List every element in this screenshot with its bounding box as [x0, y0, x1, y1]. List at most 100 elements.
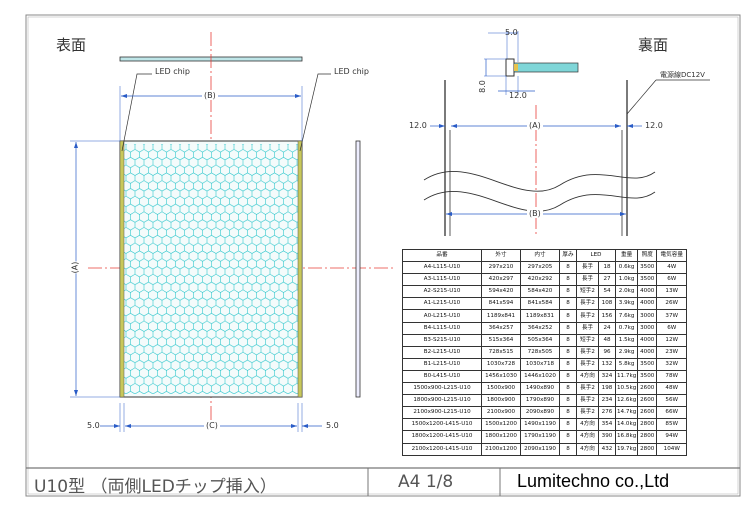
spec-table-cell: 8: [559, 333, 577, 347]
spec-table-cell: 19.7kg: [614, 442, 639, 456]
spec-table-cell: 8: [559, 382, 577, 396]
spec-table-cell: 1800x900-L215-U10: [402, 394, 482, 408]
spec-table-cell: 2800: [637, 430, 658, 444]
spec-table-cell: 420x292: [520, 273, 560, 287]
spec-table-cell: B0-L415-U10: [402, 369, 482, 384]
spec-table-cell: 2.9kg: [614, 345, 639, 359]
detail-panel-section: [513, 62, 579, 73]
back-dim-a-arrow-l: [451, 124, 457, 128]
spec-table-cell: 1790x1190: [520, 430, 560, 444]
spec-table-cell: A0-L215-U10: [402, 309, 482, 323]
spec-table-cell: B3-S215-U10: [402, 333, 482, 347]
dim-margin-right-label: 5.0: [326, 421, 339, 430]
spec-table-cell: 3000: [637, 321, 658, 335]
spec-header-cell: 内寸: [520, 248, 560, 263]
spec-table-cell: 4W: [656, 261, 688, 275]
spec-table-cell: 4000: [637, 285, 658, 299]
spec-table-cell: 234: [598, 394, 616, 408]
spec-table-cell: 11.7kg: [614, 369, 639, 384]
spec-table-cell: 8: [559, 297, 577, 311]
dim-margin-arrow-right: [302, 424, 308, 428]
detail-dim-bottom-label: 12.0: [509, 91, 527, 100]
led-strip-left: [119, 140, 125, 398]
panel-hex-pattern: [124, 144, 298, 394]
power-cable-label: 電源線DC12V: [660, 71, 705, 79]
spec-table-cell: 長手: [575, 321, 600, 335]
spec-table-cell: 3500: [637, 273, 658, 287]
model-title: U10型 （両側LEDチップ挿入）: [34, 477, 277, 497]
dim-a-arrow-bottom: [74, 390, 78, 396]
spec-table-cell: 16.8kg: [614, 430, 639, 444]
spec-table-cell: 8: [559, 273, 577, 287]
spec-table-cell: 8: [559, 309, 577, 323]
spec-table-cell: 7.6kg: [614, 309, 639, 323]
spec-table-cell: 24: [598, 321, 616, 335]
spec-table-cell: 短手2: [575, 333, 600, 347]
spec-table-cell: 8: [559, 321, 577, 335]
led-chip-leader-left: [121, 73, 152, 152]
dim-a-label: (A): [70, 261, 80, 274]
back-dim-b-arrow-l: [446, 212, 452, 216]
dim-b-arrow-left: [121, 94, 127, 98]
company-name: Lumitechno co.,Ltd: [517, 471, 670, 491]
dim-c-label: (C): [204, 421, 220, 430]
spec-table-cell: 85W: [656, 418, 688, 432]
spec-table-cell: A2-S215-U10: [402, 285, 482, 299]
spec-table-cell: 1500x1200-L415-U10: [402, 418, 482, 432]
spec-table-cell: 48: [598, 333, 616, 347]
spec-table-cell: 364x257: [481, 321, 521, 335]
spec-table-cell: 2800: [637, 442, 658, 456]
back-dim-b-label: (B): [527, 209, 543, 218]
dim-margin-arrow-left: [114, 424, 120, 428]
spec-table-cell: 10.5kg: [614, 382, 639, 396]
back-view-title: 裏面: [638, 36, 669, 54]
spec-table-cell: 66W: [656, 406, 688, 420]
spec-table-cell: 3000: [637, 309, 658, 323]
spec-table-cell: 長手2: [575, 394, 600, 408]
back-dim-a-label: (A): [527, 121, 543, 130]
break-line-top: [423, 170, 656, 192]
spec-table-cell: B4-L115-U10: [402, 321, 482, 335]
led-chip-label-left: LED chip: [155, 67, 190, 76]
spec-table-cell: 13W: [656, 285, 688, 299]
spec-table-cell: 0.7kg: [614, 321, 639, 335]
spec-table-cell: 18: [598, 261, 616, 275]
spec-table-cell: 8: [559, 418, 577, 432]
front-view-title: 表面: [56, 36, 87, 54]
sheet-number: A4 1/8: [398, 472, 454, 492]
spec-table-cell: 1790x890: [520, 394, 560, 408]
spec-table-cell: 1030x718: [520, 357, 560, 371]
spec-header-cell: 重量: [614, 248, 639, 263]
spec-table-cell: 2600: [637, 382, 658, 396]
power-cable-leader: [626, 79, 657, 115]
dim-margin-left-label: 5.0: [87, 421, 100, 430]
spec-table-cell: 6W: [656, 321, 688, 335]
spec-header-cell: 厚み: [559, 248, 577, 263]
spec-table-cell: 432: [598, 442, 616, 456]
spec-table-cell: 78W: [656, 369, 688, 384]
spec-table-cell: 32W: [656, 357, 688, 371]
spec-table-cell: B2-L215-U10: [402, 345, 482, 359]
spec-table-cell: 1800x1200-L415-U10: [402, 430, 482, 444]
back-dim-b-arrow-r: [620, 212, 626, 216]
spec-table-cell: 54: [598, 285, 616, 299]
spec-table-cell: 1800x1200: [481, 430, 521, 444]
spec-table-cell: 584x420: [520, 285, 560, 299]
spec-table-cell: 5.8kg: [614, 357, 639, 371]
spec-table-cell: 2600: [637, 406, 658, 420]
back-dim-off-arrow-l: [439, 124, 445, 128]
spec-table-cell: 276: [598, 406, 616, 420]
spec-table-cell: 108: [598, 297, 616, 311]
spec-header-cell: 外寸: [481, 248, 521, 263]
panel-side-edge-view: [355, 140, 361, 398]
